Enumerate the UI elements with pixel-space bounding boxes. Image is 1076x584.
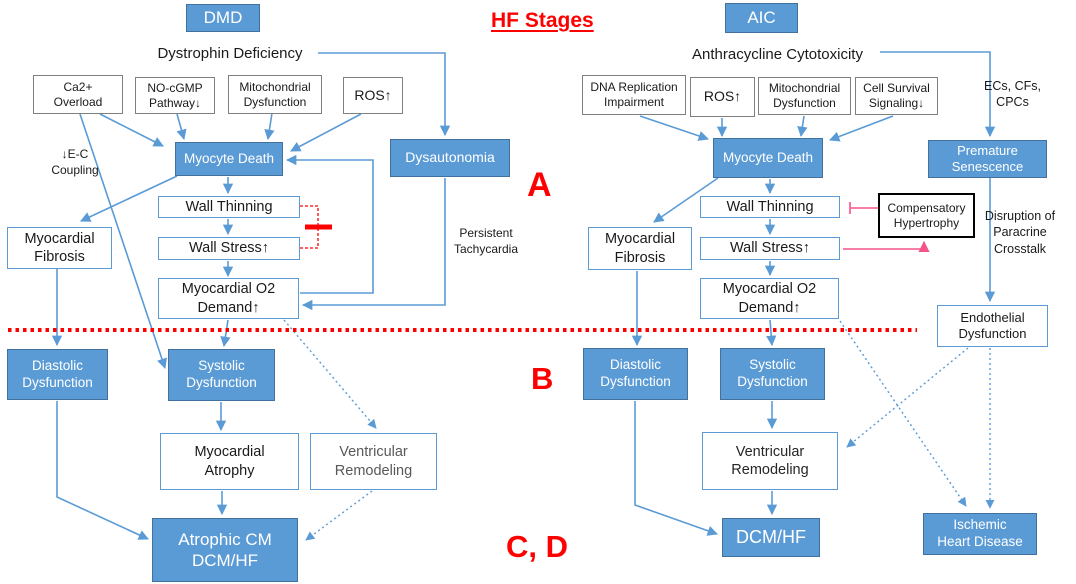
page-title: HF Stages xyxy=(491,9,594,32)
aic-cause-text: Anthracycline Cytotoxicity xyxy=(692,46,863,63)
wall-stress-aic-box: Wall Stress↑ xyxy=(700,237,840,260)
ventricular-remodeling-aic-box: Ventricular Remodeling xyxy=(702,432,838,490)
cell-survival-box: Cell Survival Signaling↓ xyxy=(855,77,938,115)
stage-b-label: B xyxy=(531,361,554,396)
arrow-diastolic-to-dcmhf xyxy=(634,401,718,536)
ec-coupling-label: ↓E-C Coupling xyxy=(51,147,99,177)
dotted-blue-arrows xyxy=(283,319,995,541)
disruption-paracrine-label: Disruption of Paracrine Crosstalk xyxy=(984,209,1056,256)
myocardial-fibrosis-dmd-box: Myocardial Fibrosis xyxy=(7,227,112,269)
systolic-dysfunction-dmd-box: Systolic Dysfunction xyxy=(168,349,275,401)
arrow-o2-to-systolic-aic xyxy=(766,319,777,347)
arrow-endothelial-to-remodeling-dotted xyxy=(846,347,969,448)
diastolic-dysfunction-aic-box: Diastolic Dysfunction xyxy=(583,348,688,400)
dna-replication-box: DNA Replication Impairment xyxy=(582,75,686,115)
arrow-anthracycline-to-senescence xyxy=(880,51,996,138)
arrow-ca-to-myocyte-death xyxy=(99,113,164,147)
aic-header: AIC xyxy=(725,3,798,33)
red-elements xyxy=(8,205,917,332)
arrow-o2-to-remodeling-dmd-dotted xyxy=(283,319,377,429)
systolic-dysfunction-aic-box: Systolic Dysfunction xyxy=(720,348,825,400)
atrophic-cm-dcmhf-box: Atrophic CM DCM/HF xyxy=(152,518,298,582)
pink-connectors xyxy=(843,202,930,253)
no-cgmp-box: NO-cGMP Pathway↓ xyxy=(135,77,215,114)
myocyte-death-dmd-box: Myocyte Death xyxy=(175,142,283,176)
myocyte-death-aic-box: Myocyte Death xyxy=(713,138,823,178)
dcm-hf-box: DCM/HF xyxy=(722,518,820,557)
arrow-o2-to-ischemic-dotted xyxy=(839,320,967,507)
ventricular-remodeling-dmd-box: Ventricular Remodeling xyxy=(310,433,437,490)
arrow-nocgmp-to-myocyte-death xyxy=(176,113,187,141)
arrow-ca-to-systolic-dmd xyxy=(79,113,167,369)
wall-thinning-dmd-box: Wall Thinning xyxy=(158,196,300,218)
diastolic-dysfunction-dmd-box: Diastolic Dysfunction xyxy=(7,349,108,400)
arrow-survival-to-myocyte-death xyxy=(829,115,894,142)
arrow-o2-feedback-to-myocyte-dmd xyxy=(285,154,374,294)
ca-overload-box: Ca2+ Overload xyxy=(33,75,123,114)
wall-thinning-aic-box: Wall Thinning xyxy=(700,196,840,218)
arrow-myocyte-to-fibrosis-aic xyxy=(653,177,719,223)
myocardial-atrophy-box: Myocardial Atrophy xyxy=(160,433,299,490)
arrow-dysautonomia-to-o2 xyxy=(301,178,446,311)
compensatory-hypertrophy-box: Compensatory Hypertrophy xyxy=(878,193,975,238)
arrow-ros-to-myocyte-death-dmd xyxy=(290,113,362,152)
o2-demand-dmd-box: Myocardial O2 Demand↑ xyxy=(158,278,299,319)
arrow-mito-to-myocyte-death-aic xyxy=(797,115,808,138)
dmd-cause-text: Dystrophin Deficiency xyxy=(157,45,303,62)
arrow-remodeling-to-atrophic-cm-dotted xyxy=(305,490,373,541)
premature-senescence-box: Premature Senescence xyxy=(928,140,1047,178)
o2-demand-aic-box: Myocardial O2 Demand↑ xyxy=(700,278,839,319)
endothelial-dysfunction-box: Endothelial Dysfunction xyxy=(937,305,1048,347)
arrow-o2-to-systolic-dmd xyxy=(220,319,231,348)
arrow-dystrophin-to-dysautonomia xyxy=(318,52,451,137)
solid-blue-arrows xyxy=(51,51,996,540)
stage-cd-label: C, D xyxy=(506,529,568,564)
ros-dmd-box: ROS↑ xyxy=(343,77,403,114)
arrow-mito-to-myocyte-death-dmd xyxy=(264,112,275,141)
myocardial-fibrosis-aic-box: Myocardial Fibrosis xyxy=(588,227,692,270)
dysautonomia-box: Dysautonomia xyxy=(390,139,510,177)
ischemic-heart-disease-box: Ischemic Heart Disease xyxy=(923,513,1037,555)
mitochondrial-dysfunction-dmd-box: Mitochondrial Dysfunction xyxy=(228,75,322,114)
arrow-diastolic-to-atrophic-cm xyxy=(56,401,149,540)
arrow-stress-to-hypertrophy xyxy=(843,240,930,253)
dmd-header: DMD xyxy=(186,4,260,32)
mitochondrial-dysfunction-aic-box: Mitochondrial Dysfunction xyxy=(758,77,851,115)
arrow-dna-to-myocyte-death xyxy=(639,115,709,141)
wall-stress-dmd-box: Wall Stress↑ xyxy=(158,237,300,260)
ros-aic-box: ROS↑ xyxy=(690,77,755,117)
persistent-tachycardia-label: Persistent Tachycardia xyxy=(453,226,519,256)
ecs-cfs-cpcs-label: ECs, CFs, CPCs xyxy=(984,79,1041,110)
stage-a-label: A xyxy=(527,166,552,204)
arrow-myocyte-to-fibrosis-dmd xyxy=(80,175,178,222)
